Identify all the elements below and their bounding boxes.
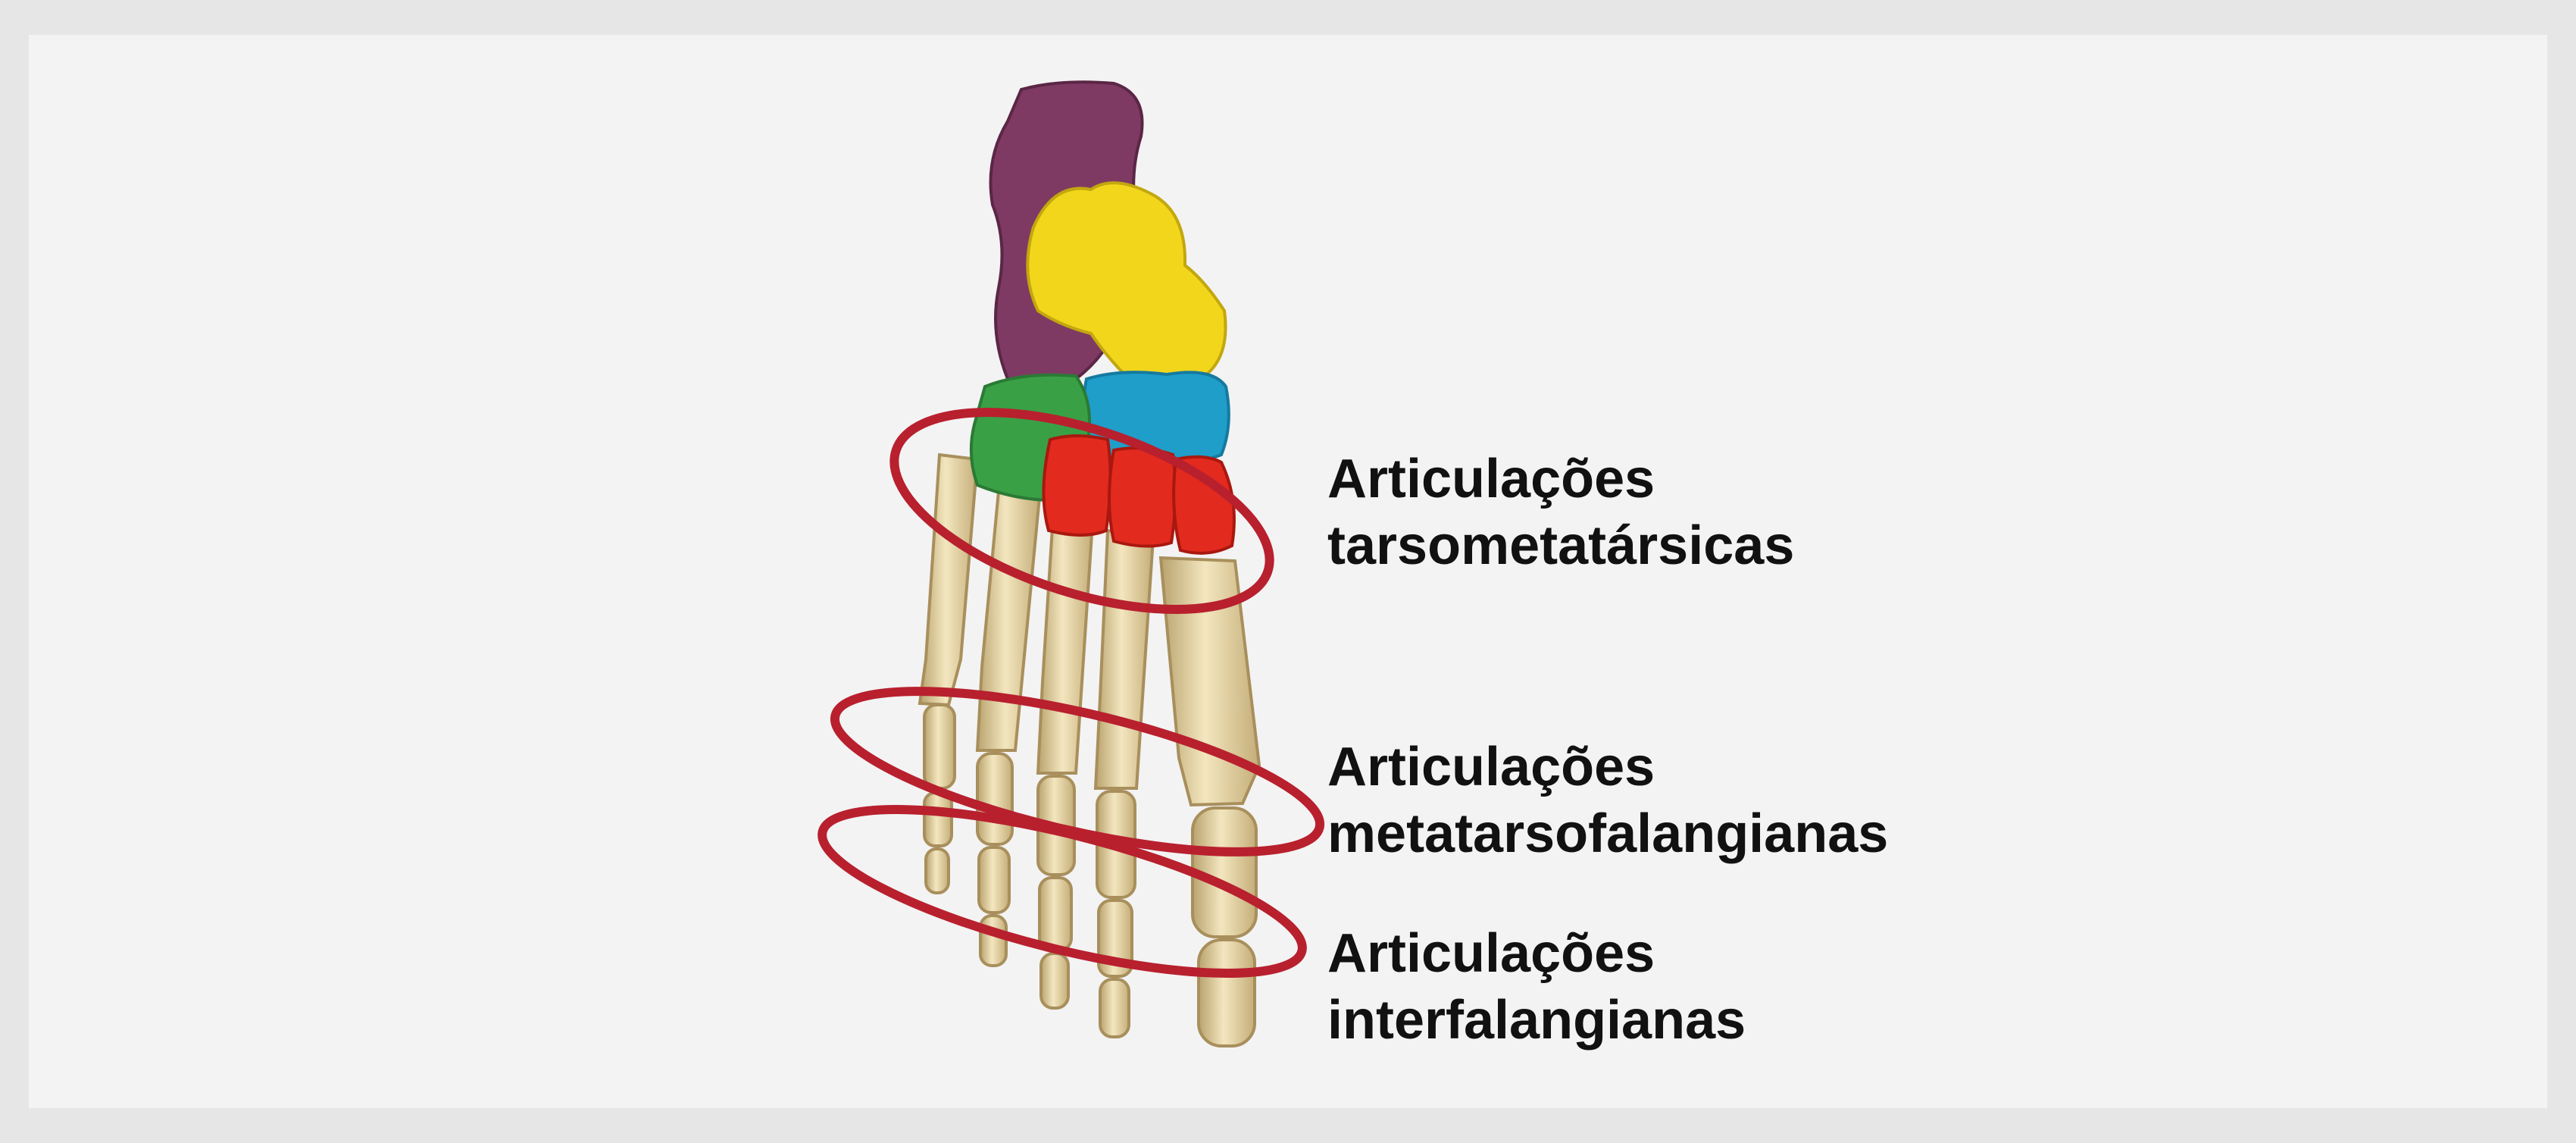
phalanx-5-proximal bbox=[923, 703, 956, 790]
cuneiform-bone-2 bbox=[1108, 446, 1177, 548]
label-metatarsophalangeal-joints: Articulações metatarsofalangianas bbox=[1327, 734, 1888, 867]
metatarsal-5 bbox=[918, 453, 980, 707]
cuneiform-bone-1 bbox=[1042, 434, 1112, 537]
phalanx-1-distal bbox=[1197, 938, 1256, 1047]
metatarsal-3 bbox=[1036, 513, 1095, 775]
phalanx-3-middle bbox=[1038, 876, 1073, 952]
phalanx-2-distal bbox=[1099, 978, 1130, 1038]
label-interphalangeal-joints: Articulações interfalangianas bbox=[1327, 920, 1746, 1054]
phalanx-4-middle bbox=[977, 846, 1011, 914]
label-interphalangeal-line2: interfalangianas bbox=[1327, 990, 1746, 1051]
label-metatarsophalangeal-line1: Articulações bbox=[1327, 737, 1655, 797]
metatarsal-2 bbox=[1093, 528, 1155, 790]
label-metatarsophalangeal-line2: metatarsofalangianas bbox=[1327, 803, 1889, 864]
label-interphalangeal-line1: Articulações bbox=[1327, 923, 1655, 984]
tarsometatarsal-joint-ring bbox=[889, 407, 1274, 615]
phalanx-3-distal bbox=[1039, 952, 1070, 1010]
joint-rings bbox=[818, 407, 1325, 978]
cuneiform-bone-3 bbox=[1172, 455, 1236, 555]
label-tarsometatarsal-line2: tarsometatársicas bbox=[1327, 515, 1795, 576]
label-tarsometatarsal-joints: Articulações tarsometatársicas bbox=[1327, 446, 1794, 579]
label-tarsometatarsal-line1: Articulações bbox=[1327, 449, 1655, 509]
phalanx-5-middle bbox=[923, 791, 953, 847]
tarsal-bones bbox=[969, 80, 1236, 555]
phalanx-4-distal bbox=[979, 914, 1008, 967]
interphalangeal-joint-ring bbox=[818, 805, 1307, 978]
phalanges bbox=[923, 703, 1258, 1047]
metatarsal-4 bbox=[975, 489, 1042, 752]
phalanx-4-proximal bbox=[976, 752, 1014, 846]
navicular-bone bbox=[1026, 181, 1227, 384]
phalanx-5-distal bbox=[924, 847, 950, 894]
